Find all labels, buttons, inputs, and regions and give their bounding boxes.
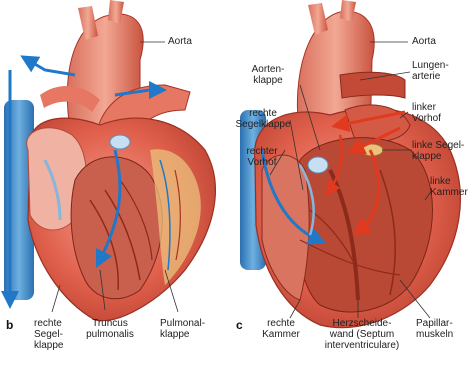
label-papillarmuskeln-c: Papillar- muskeln [416,318,453,340]
label-lungenarterie-c: Lungen- arterie [412,60,449,82]
panel-b-illustration [4,0,215,321]
flow-arrow-b2 [28,60,75,75]
aortic-valve-c [308,157,328,173]
panel-c-tag: c [236,318,243,332]
label-linker-vorhof-c: linker Vorhof [412,102,441,124]
label-linke-kammer-c: linke Kammer [430,176,468,198]
label-aorta-c: Aorta [412,36,436,47]
label-herzscheidewand-c: Herzscheide- wand (Septum interventricul… [316,318,408,351]
label-aortenklappe-c: Aorten- klappe [240,64,296,86]
pulmonary-artery-c [340,72,405,98]
pulmonary-valve-b [110,135,130,149]
label-truncus-pulmonalis-b: Truncus pulmonalis [82,318,138,340]
label-pulmonalklappe-b: Pulmonal- klappe [160,318,205,340]
label-rechte-kammer-c: rechte Kammer [256,318,306,340]
label-rechte-segelklappe-c: rechte Segelklappe [232,108,294,130]
label-rechter-vorhof-c: rechter Vorhof [236,146,288,168]
panel-b-tag: b [6,318,13,332]
label-linke-segelklappe-c: linke Segel- klappe [412,140,464,162]
label-rechte-segelklappe-b: rechte Segel- klappe [34,318,63,351]
label-aorta-b: Aorta [168,36,192,47]
